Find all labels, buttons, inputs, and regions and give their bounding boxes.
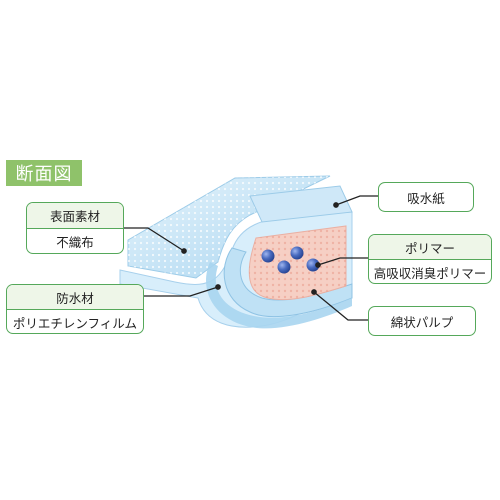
surface-material: 不織布	[56, 235, 94, 250]
waterproof-name: 防水材	[7, 285, 143, 310]
waterproof-label-box: 防水材 ポリエチレンフィルム	[6, 284, 144, 334]
surface-name: 表面素材	[27, 203, 123, 229]
waterproof-material: ポリエチレンフィルム	[12, 315, 138, 331]
polymer-bead	[290, 246, 304, 260]
pulp-label: 綿状パルプ	[368, 306, 476, 336]
leader-waterproof	[144, 286, 219, 297]
absorbent-paper-label: 吸水紙	[378, 182, 474, 212]
absorbent-paper-layer	[249, 185, 353, 223]
leader-pulp	[313, 291, 368, 321]
polymer-material: 高吸収消臭ポリマー	[373, 265, 487, 281]
surface-label-box: 表面素材 不織布	[26, 202, 124, 254]
leader-surface	[124, 227, 185, 252]
polymer-label-box: ポリマー 高吸収消臭ポリマー	[368, 234, 492, 284]
diagram-title: 断面図	[6, 160, 82, 186]
leader-polymer	[317, 257, 368, 266]
polymer-name: ポリマー	[369, 235, 491, 260]
polymer-bead	[306, 258, 320, 272]
polymer-bead	[277, 260, 291, 274]
polymer-bead	[261, 249, 275, 263]
leader-absorbent-paper	[335, 195, 378, 206]
